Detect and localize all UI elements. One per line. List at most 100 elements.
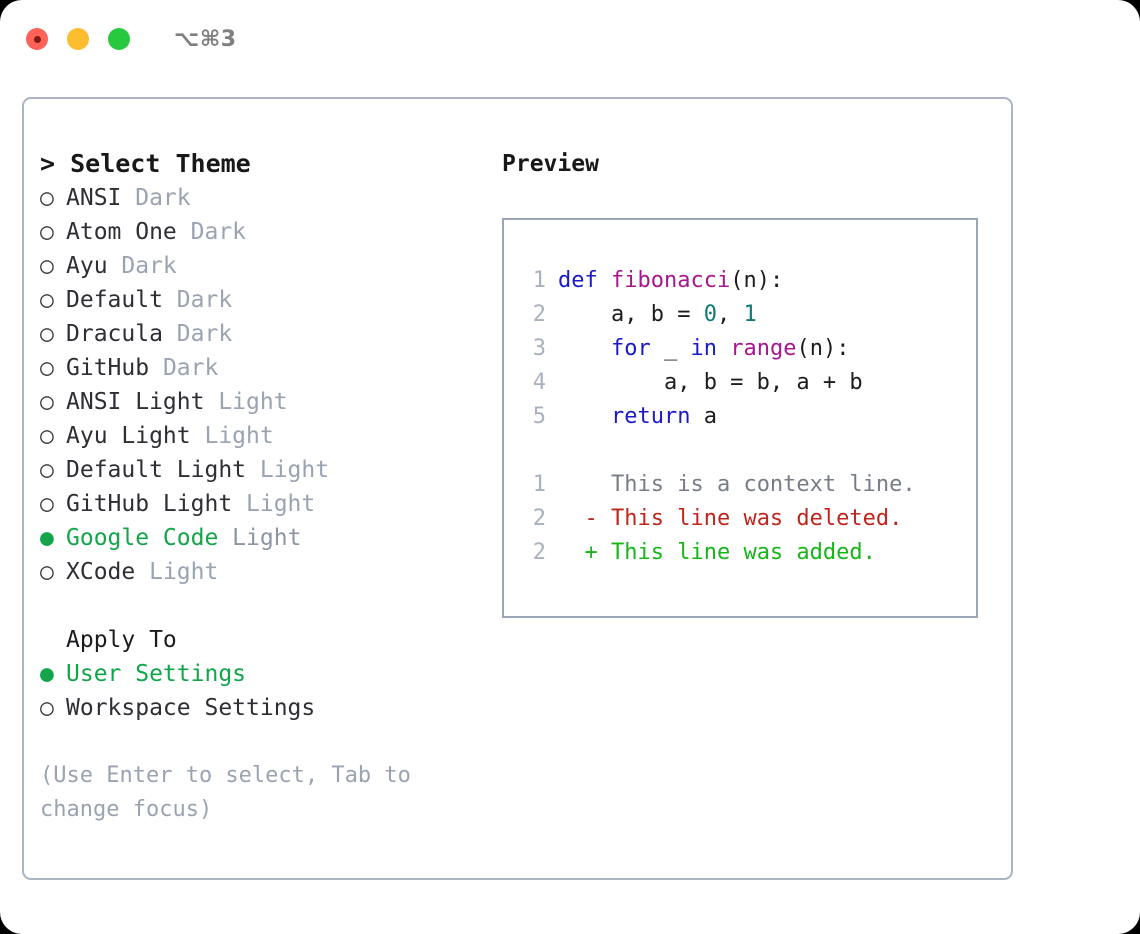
code-token: fibonacci: [610, 268, 731, 293]
code-token: ,: [716, 302, 744, 327]
code-token: (n):: [796, 336, 850, 361]
code-token: 1: [743, 302, 757, 327]
diff-marker: -: [558, 506, 598, 531]
theme-option-google-code[interactable]: ●Google Code Light: [40, 521, 500, 555]
theme-variant-badge: Dark: [121, 185, 191, 211]
code-token: 0: [703, 302, 717, 327]
line-number: 5: [532, 404, 546, 429]
theme-name: ANSI Light: [66, 389, 205, 415]
theme-option-dracula[interactable]: ○ Dracula Dark: [40, 317, 500, 351]
theme-variant-badge: Dark: [107, 253, 177, 279]
code-token: range: [730, 336, 797, 361]
theme-name: XCode: [66, 559, 136, 585]
line-number: 2: [532, 506, 546, 531]
theme-variant-badge: Light: [218, 525, 302, 551]
theme-name: ANSI: [66, 185, 122, 211]
line-number: 3: [532, 336, 546, 361]
code-token: _: [650, 336, 691, 361]
code-diff-spacer: [520, 434, 976, 468]
code-token: def: [558, 268, 611, 293]
radio-unselected-icon: ○: [40, 219, 54, 245]
theme-name: Default Light: [66, 457, 247, 483]
theme-variant-badge: Dark: [149, 355, 219, 381]
keyboard-shortcut-label: ⌥⌘3: [174, 26, 237, 52]
theme-option-default[interactable]: ○ Default Dark: [40, 283, 500, 317]
apply-to-list: ● User Settings ○ Workspace Settings: [40, 657, 500, 725]
theme-variant-badge: Light: [204, 389, 288, 415]
radio-selected-icon: ●: [40, 661, 54, 687]
theme-variant-badge: Dark: [162, 321, 233, 347]
theme-option-github-light[interactable]: ○ GitHub Light Light: [40, 487, 500, 521]
radio-selected-icon: ●: [40, 525, 54, 551]
theme-option-ayu[interactable]: ○ Ayu Dark: [40, 249, 500, 283]
code-line: 5 return a: [520, 400, 976, 434]
theme-name: GitHub Light: [66, 491, 233, 517]
theme-list: ○ ANSI Dark ○ Atom One Dark ○ Ayu Dark ○ Defaul…: [40, 181, 500, 589]
maximize-window-button[interactable]: [108, 28, 130, 50]
theme-picker-dialog: > Select Theme ○ANSI Dark○Atom One Dark○…: [22, 97, 1013, 880]
theme-variant-badge: Light: [232, 491, 316, 517]
diff-sample: 1 This is a context line.2 - This line w…: [520, 468, 976, 570]
theme-name: Dracula: [66, 321, 163, 347]
theme-name: Ayu Light: [66, 423, 191, 449]
radio-unselected-icon: ○: [40, 389, 54, 415]
radio-unselected-icon: ○: [40, 491, 54, 517]
theme-option-atom-one[interactable]: ○Atom One Dark: [40, 215, 500, 249]
code-line: 1 def fibonacci(n):: [520, 264, 976, 298]
close-window-button[interactable]: [26, 28, 48, 50]
theme-option-ansi[interactable]: ○ ANSI Dark: [40, 181, 500, 215]
radio-unselected-icon: ○: [40, 559, 54, 585]
theme-selection-panel: > Select Theme ○ANSI Dark○Atom One Dark○…: [40, 147, 500, 827]
apply-to-option-user-settings[interactable]: ● User Settings: [40, 657, 500, 691]
line-number: 2: [532, 540, 546, 565]
line-number: 4: [532, 370, 546, 395]
theme-option-github[interactable]: ○ GitHub Dark: [40, 351, 500, 385]
code-token: [558, 404, 611, 429]
apply-to-label: User Settings: [66, 661, 247, 687]
diff-line: 2 + This line was added.: [520, 536, 976, 570]
code-token: a, b =: [558, 302, 704, 327]
radio-unselected-icon: ○: [40, 185, 54, 211]
theme-variant-badge: Light: [190, 423, 274, 449]
keyboard-hint-text: (Use Enter to select, Tab to change focu…: [40, 763, 411, 822]
apply-to-label: Workspace Settings: [66, 695, 316, 721]
theme-name: Default: [66, 287, 163, 313]
code-line: 3 for _ in range(n):: [520, 332, 976, 366]
title-bar: ⌥⌘3: [0, 0, 1140, 78]
radio-unselected-icon: ○: [40, 287, 54, 313]
preview-title: Preview: [502, 151, 599, 177]
code-token: [717, 336, 730, 361]
line-number: 1: [532, 268, 546, 293]
radio-unselected-icon: ○: [40, 457, 54, 483]
radio-unselected-icon: ○: [40, 695, 54, 721]
theme-name: GitHub: [66, 355, 150, 381]
theme-variant-badge: Dark: [162, 287, 233, 313]
code-token: a: [690, 404, 717, 429]
theme-option-default-light[interactable]: ○Default Light Light: [40, 453, 500, 487]
radio-unselected-icon: ○: [40, 423, 54, 449]
line-number: 2: [532, 302, 546, 327]
radio-unselected-icon: ○: [40, 321, 54, 347]
diff-line: 1 This is a context line.: [520, 468, 976, 502]
minimize-window-button[interactable]: [67, 28, 89, 50]
code-token: return: [610, 404, 691, 429]
theme-name: Atom One: [66, 219, 177, 245]
apply-to-option-workspace-settings[interactable]: ○ Workspace Settings: [40, 691, 500, 725]
diff-text: This is a context line.: [597, 472, 916, 497]
theme-option-ayu-light[interactable]: ○ Ayu Light Light: [40, 419, 500, 453]
theme-option-xcode[interactable]: ○XCode Light: [40, 555, 500, 589]
code-line: 2 a, b = 0, 1: [520, 298, 976, 332]
diff-marker: +: [558, 540, 598, 565]
theme-option-ansi-light[interactable]: ○ ANSI Light Light: [40, 385, 500, 419]
code-token: for: [610, 336, 651, 361]
radio-unselected-icon: ○: [40, 253, 54, 279]
theme-name: Ayu: [66, 253, 108, 279]
diff-line: 2 - This line was deleted.: [520, 502, 976, 536]
code-token: (n):: [730, 268, 784, 293]
radio-unselected-icon: ○: [40, 355, 54, 381]
diff-marker: [558, 472, 598, 497]
